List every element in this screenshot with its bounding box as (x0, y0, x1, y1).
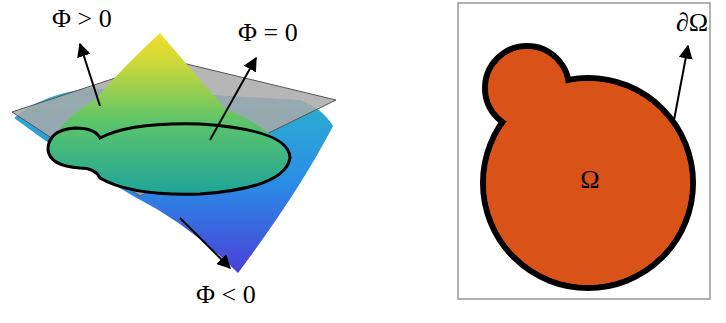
region-fill (488, 49, 566, 127)
zero-contour (48, 124, 290, 194)
leader-arrow (674, 46, 688, 120)
leader-arrow (80, 44, 100, 106)
boundary-label: ∂Ω (676, 10, 708, 36)
region-symbol: Ω (580, 167, 599, 193)
level-set-label: Φ < 0 (196, 282, 256, 308)
upper-surface (48, 33, 290, 194)
leader-arrow (210, 58, 256, 140)
domain-region: Ω (478, 40, 700, 295)
leader-arrow (180, 218, 230, 268)
level-set-label: Φ = 0 (238, 20, 298, 46)
level-set-label: Φ > 0 (52, 6, 112, 32)
domain-frame (458, 3, 710, 299)
